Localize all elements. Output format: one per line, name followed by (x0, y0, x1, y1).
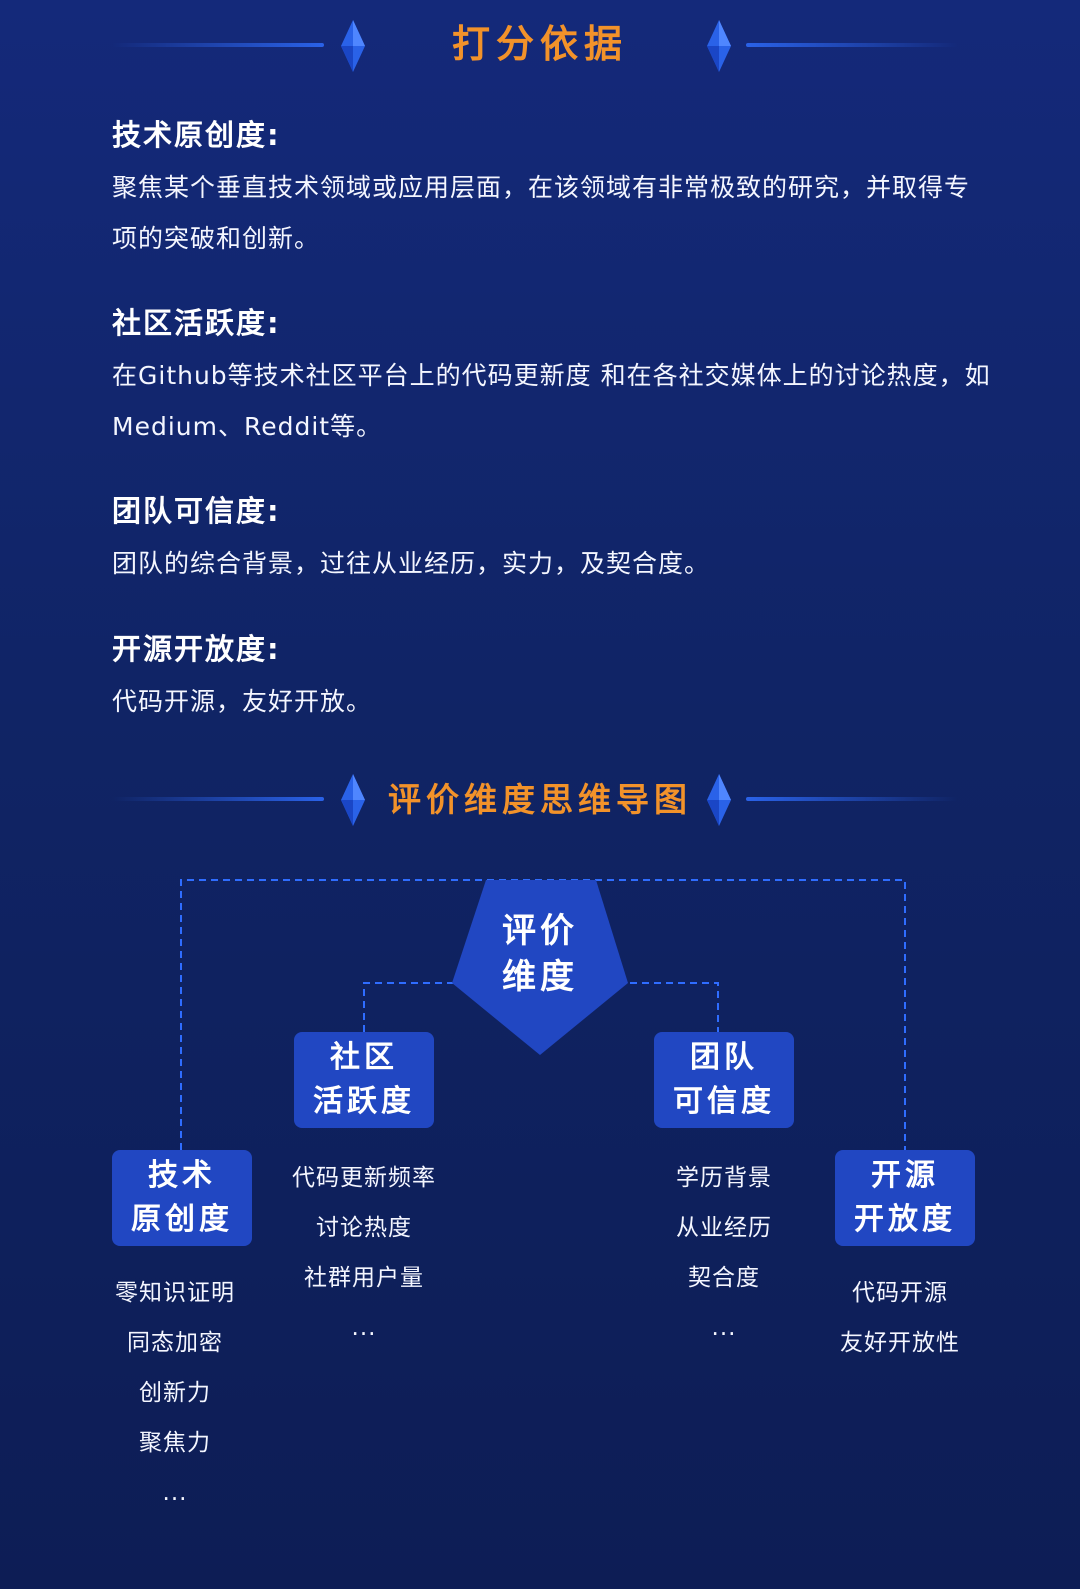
list-item: 创新力 (139, 1380, 211, 1406)
header-line-left (112, 43, 324, 47)
leaf-list-tech-originality: 零知识证明 同态加密 创新力 聚焦力 ... (95, 1268, 255, 1518)
node-line2: 可信度 (673, 1084, 775, 1119)
criterion-title: 开源开放度: (112, 632, 281, 666)
header-line-right (746, 43, 958, 47)
criterion-title: 技术原创度: (112, 118, 281, 152)
node-line1: 技术 (148, 1158, 216, 1193)
list-item: 学历背景 (676, 1165, 772, 1191)
node-line1: 开源 (871, 1158, 939, 1193)
node-team-credibility: 团队 可信度 (654, 1032, 794, 1128)
leaf-list-open-source: 代码开源 友好开放性 (820, 1268, 980, 1368)
list-item: 代码更新频率 (292, 1165, 436, 1191)
center-node-shape (452, 880, 628, 1055)
list-item: 同态加密 (127, 1330, 223, 1356)
leaf-list-community-activity: 代码更新频率 讨论热度 社群用户量 ... (274, 1153, 454, 1353)
list-item: 契合度 (688, 1265, 760, 1291)
node-line2: 开放度 (854, 1202, 956, 1237)
list-item: 聚焦力 (139, 1430, 211, 1456)
criterion-title: 团队可信度: (112, 494, 281, 528)
list-item: 社群用户量 (304, 1265, 424, 1291)
node-open-source: 开源 开放度 (835, 1150, 975, 1246)
node-line1: 团队 (690, 1040, 758, 1075)
diamond-icon (341, 774, 365, 826)
section-title-scoring: 打分依据 (451, 22, 628, 66)
center-node-line2: 维度 (502, 957, 578, 997)
center-node-line1: 评价 (502, 911, 578, 951)
section-title-mindmap: 评价维度思维导图 (388, 780, 692, 819)
node-community-activity: 社区 活跃度 (294, 1032, 434, 1128)
criterion-title: 社区活跃度: (112, 306, 281, 340)
leaf-list-team-credibility: 学历背景 从业经历 契合度 ... (644, 1153, 804, 1353)
criterion-description: 聚焦某个垂直技术领域或应用层面，在该领域有非常极致的研究，并取得专项的突破和创新… (112, 173, 971, 253)
list-item: 从业经历 (676, 1215, 772, 1241)
list-item: ... (351, 1315, 377, 1341)
node-line2: 活跃度 (313, 1084, 415, 1119)
diamond-icon (707, 774, 731, 826)
diamond-icon (341, 20, 365, 72)
criterion-description: 代码开源，友好开放。 (112, 687, 373, 716)
node-line1: 社区 (330, 1040, 398, 1075)
criterion-description: 团队的综合背景，过往从业经历，实力，及契合度。 (112, 549, 711, 578)
diamond-icon (707, 20, 731, 72)
header-line-left (112, 797, 324, 801)
node-tech-originality: 技术 原创度 (112, 1150, 252, 1246)
node-line2: 原创度 (131, 1202, 233, 1237)
list-item: 零知识证明 (115, 1280, 235, 1306)
list-item: 友好开放性 (840, 1330, 960, 1356)
list-item: 讨论热度 (316, 1215, 412, 1241)
center-node-label: 评价 维度 (470, 908, 610, 1000)
criterion-description: 在Github等技术社区平台上的代码更新度 和在各社交媒体上的讨论热度，如Med… (112, 361, 991, 441)
header-line-right (746, 797, 958, 801)
list-item: ... (711, 1315, 737, 1341)
list-item: 代码开源 (852, 1280, 948, 1306)
list-item: ... (162, 1480, 188, 1506)
